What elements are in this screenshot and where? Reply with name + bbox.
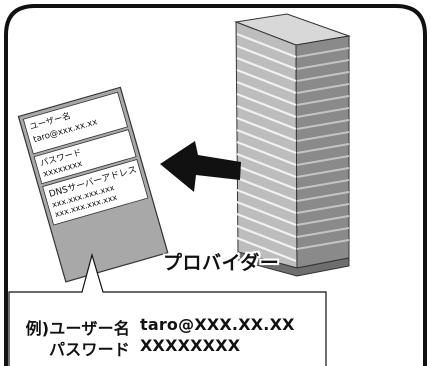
transfer-arrow: [160, 141, 241, 192]
outer-frame: [4, 4, 427, 366]
info-card: ユーザー名 taro@xxx.xx.xx パスワード xxxxxxxx DNSサ…: [17, 86, 169, 283]
building-side-floors: [296, 47, 350, 250]
card-section-password: [33, 129, 137, 185]
provider-label: プロバイダー: [163, 252, 280, 274]
card-section-user: [22, 91, 128, 155]
callout-box: [8, 252, 327, 366]
building-front-floors: [236, 32, 297, 263]
callout-user-value: taro@XXX.XX.XX: [140, 315, 295, 334]
callout-password-value: XXXXXXXX: [140, 336, 241, 355]
callout-user-label: 例)ユーザー名: [25, 319, 130, 338]
building-base: [237, 251, 350, 277]
callout-content: 例)ユーザー名 taro@XXX.XX.XX パスワード XXXXXXXX: [9, 291, 326, 366]
server-building: [234, 13, 351, 277]
card-section-dns: [42, 159, 149, 226]
callout-password-label: パスワード: [48, 340, 130, 359]
